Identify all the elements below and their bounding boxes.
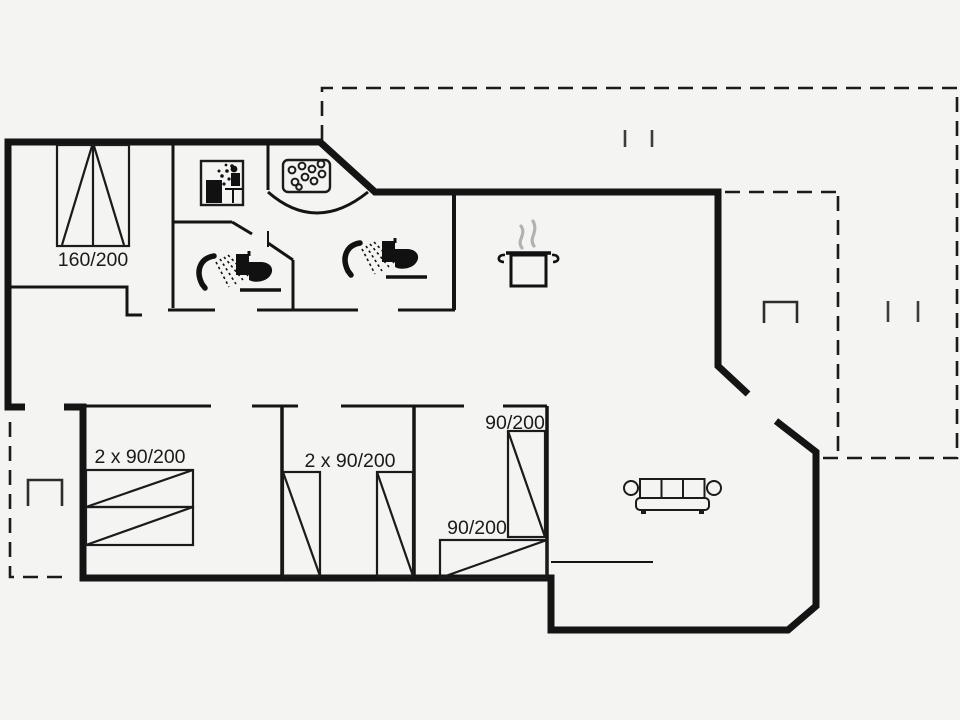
outer-wall-south [64, 403, 820, 634]
bed-size-label-double: 160/200 [58, 249, 129, 271]
bed-size-label-twin-a: 2 x 90/200 [94, 446, 185, 468]
terrace-dashed-boundary [8, 86, 959, 579]
wall-diagonal-bath [267, 241, 294, 262]
washing-machine-icon [199, 159, 245, 207]
bed-labels: 160/200 2 x 90/200 2 x 90/200 90/200 90/… [58, 249, 545, 539]
outer-walls [4, 138, 820, 634]
terrace-furniture-markers [26, 300, 799, 506]
bed-size-label-single-top: 90/200 [485, 412, 545, 434]
terrace-outline-left [8, 422, 62, 579]
terrace-furniture-marker [762, 300, 799, 323]
cooking-pot-icon [497, 219, 560, 288]
bed-size-label-twin-b: 2 x 90/200 [304, 450, 395, 472]
sofa-icon [623, 478, 722, 514]
single-bed [375, 470, 415, 578]
terrace-tick-markers [623, 130, 920, 322]
terrace-outline-top-right [320, 86, 959, 460]
outer-wall-north [4, 138, 751, 411]
toilet-icon [382, 238, 427, 279]
steam [518, 224, 525, 250]
single-bed [281, 470, 322, 578]
beds [55, 143, 549, 580]
bathroom2-icons [342, 238, 427, 279]
steam [530, 219, 537, 248]
terrace-furniture-marker [26, 478, 64, 506]
single-bed [84, 505, 195, 547]
wall-diagonal-bath [231, 220, 253, 236]
toilet-icon [236, 251, 281, 292]
single-bed [438, 538, 549, 580]
single-bed [506, 429, 547, 539]
bathroom1-icons [196, 251, 281, 292]
double-bed [55, 143, 131, 248]
bed-size-label-single-bottom: 90/200 [447, 517, 507, 539]
whirlpool-tub-icon [281, 158, 332, 194]
whirlpool-curved-wall [267, 190, 369, 215]
wall-bedroom1-bottom [8, 285, 142, 317]
